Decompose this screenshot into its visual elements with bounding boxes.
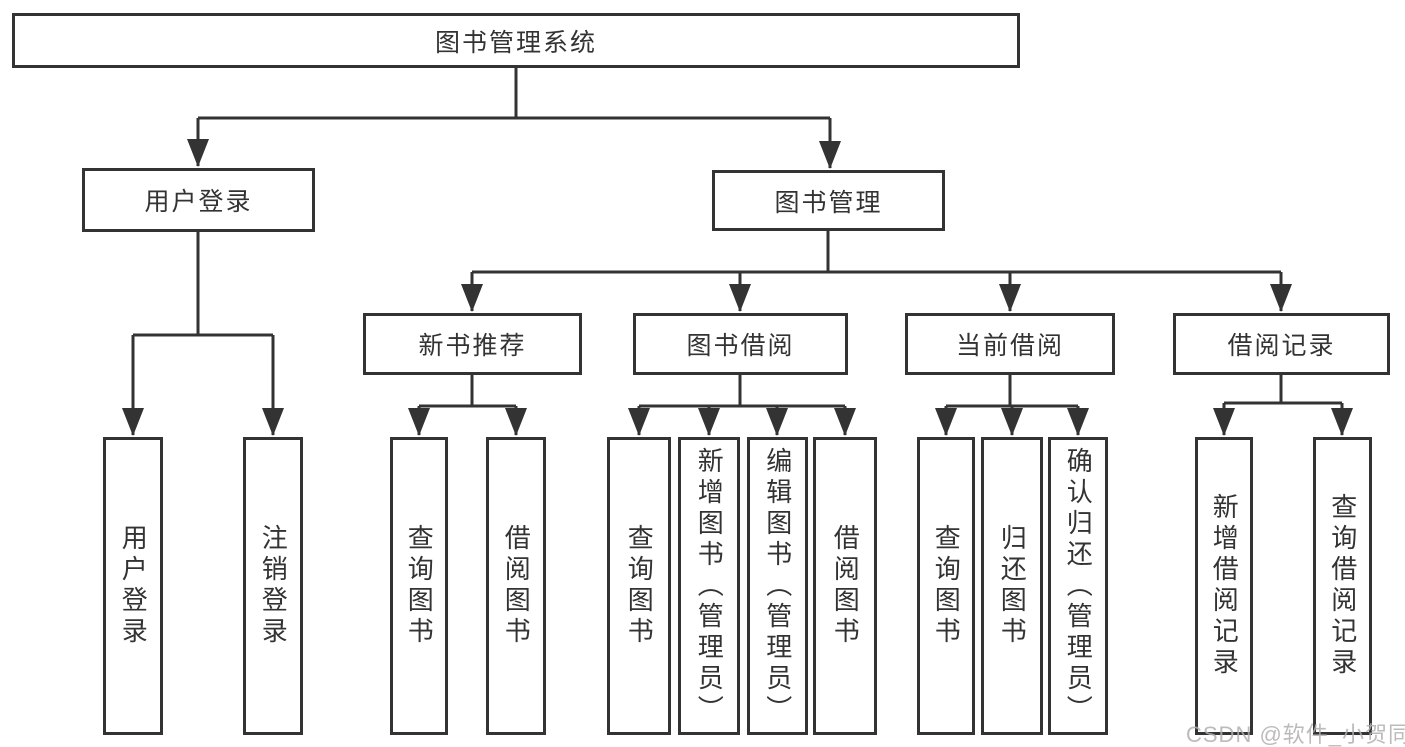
- leaf-add-books-admin-label: 新增图书（管理员）: [694, 446, 725, 726]
- leaf-query-books-recommend-label: 查询图书: [404, 524, 435, 648]
- node-new-book-recommend-label: 新书推荐: [418, 332, 527, 360]
- node-user-login-label: 用户登录: [144, 188, 253, 216]
- leaf-logout-label: 注销登录: [258, 524, 289, 648]
- connector-records-group: [1224, 375, 1342, 405]
- leaf-edit-books-admin: 编辑图书（管理员）: [747, 437, 808, 735]
- leaf-confirm-return-admin-label: 确认归还（管理员）: [1063, 446, 1094, 726]
- leaf-query-books-current-label: 查询图书: [931, 524, 962, 648]
- node-current-borrowing-label: 当前借阅: [955, 332, 1064, 360]
- leaf-add-books-admin: 新增图书（管理员）: [678, 437, 740, 735]
- leaf-return-books: 归还图书: [981, 437, 1043, 735]
- leaf-add-borrow-record-label: 新增借阅记录: [1209, 493, 1240, 679]
- csdn-watermark: CSDN @软件_小贺同学: [1186, 722, 1405, 747]
- node-library-management-system: 图书管理系统: [12, 13, 1020, 68]
- node-book-management: 图书管理: [712, 170, 945, 231]
- node-borrowing-records: 借阅记录: [1173, 313, 1390, 375]
- leaf-borrow-books-borrowing-label: 借阅图书: [830, 524, 861, 648]
- node-library-management-system-label: 图书管理系统: [434, 28, 597, 57]
- leaf-user-login: 用户登录: [103, 437, 163, 735]
- connector-root-to-level2: [198, 68, 830, 120]
- node-book-borrowing: 图书借阅: [633, 313, 848, 375]
- node-new-book-recommend: 新书推荐: [363, 313, 582, 375]
- node-book-borrowing-label: 图书借阅: [686, 332, 795, 360]
- connector-current-group: [946, 375, 1078, 408]
- leaf-query-books-recommend: 查询图书: [390, 437, 448, 735]
- node-borrowing-records-label: 借阅记录: [1227, 332, 1336, 360]
- node-book-management-label: 图书管理: [774, 188, 883, 217]
- leaf-borrow-books-recommend-label: 借阅图书: [501, 524, 532, 648]
- leaf-edit-books-admin-label: 编辑图书（管理员）: [762, 446, 793, 726]
- leaf-user-login-label: 用户登录: [118, 524, 149, 648]
- leaf-query-books-borrowing: 查询图书: [607, 437, 671, 735]
- leaf-add-borrow-record: 新增借阅记录: [1195, 437, 1253, 735]
- leaf-return-books-label: 归还图书: [997, 524, 1028, 648]
- leaf-query-borrow-record-label: 查询借阅记录: [1327, 493, 1358, 679]
- node-current-borrowing: 当前借阅: [905, 313, 1115, 375]
- leaf-query-borrow-record: 查询借阅记录: [1313, 437, 1372, 735]
- leaf-borrow-books-borrowing: 借阅图书: [813, 437, 877, 735]
- connector-borrowing-group: [639, 375, 845, 408]
- connector-recommend-group: [419, 375, 516, 408]
- leaf-logout: 注销登录: [243, 437, 303, 735]
- connector-login-branch: [133, 232, 273, 337]
- leaf-query-books-borrowing-label: 查询图书: [624, 524, 655, 648]
- leaf-query-books-current: 查询图书: [917, 437, 975, 735]
- connector-mgmt-branch: [472, 231, 1281, 274]
- node-user-login: 用户登录: [82, 168, 315, 232]
- leaf-borrow-books-recommend: 借阅图书: [486, 437, 546, 735]
- leaf-confirm-return-admin: 确认归还（管理员）: [1048, 437, 1108, 735]
